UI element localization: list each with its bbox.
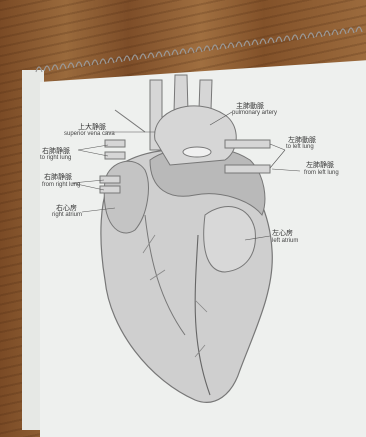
label-from-left-lung: from left lung	[304, 170, 339, 176]
spiral-binding	[36, 27, 362, 72]
heart-body	[101, 147, 272, 403]
label-left-pulmonary-vein-cn: 左肺静脈	[306, 160, 334, 170]
label-right-atrium-en: right atrium	[52, 212, 82, 218]
label-to-left-lung: to left lung	[286, 144, 314, 150]
label-superior-vena-cava-en: superior vena cava	[64, 131, 115, 137]
label-left-atrium-en: left atrium	[272, 238, 298, 244]
label-from-right-lung: from right lung	[42, 182, 80, 188]
label-left-atrium-cn: 左心房	[272, 228, 293, 238]
label-from-right-lung-cn: 右肺静脈	[44, 172, 72, 182]
label-pulmonary-artery-en: pulmonary artery	[232, 110, 277, 116]
label-to-right-lung: to right lung	[40, 155, 71, 161]
